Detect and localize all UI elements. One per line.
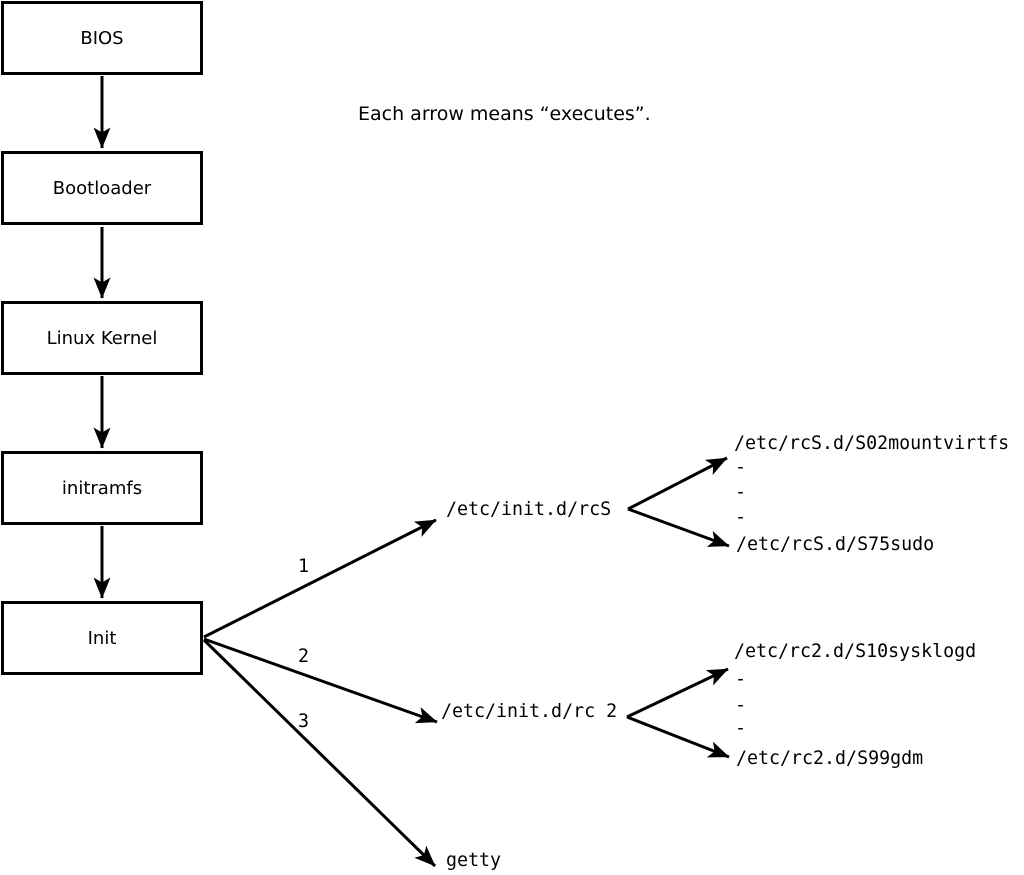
arrow-init-rcS — [203, 518, 437, 639]
node-init: Init — [1, 601, 203, 675]
arrow-rcS-S02mountvirtfs — [627, 456, 728, 511]
branch-3-number: 3 — [298, 711, 310, 732]
rcS-ellipsis-dash-1: - — [735, 457, 747, 478]
node-etc-init-d-rc2: /etc/init.d/rc 2 — [441, 701, 618, 722]
arrow-rc2-S10sysklogd — [626, 667, 729, 719]
node-init-label: Init — [87, 627, 117, 649]
rc2-ellipsis-dash-1: - — [735, 669, 747, 690]
node-rcS-last-script: /etc/rcS.d/S75sudo — [736, 534, 935, 555]
arrow-rc2-S99gdm — [626, 715, 730, 759]
rc2-ellipsis-dash-2: - — [735, 695, 747, 716]
node-linux-kernel-label: Linux Kernel — [46, 327, 158, 349]
node-initramfs-label: initramfs — [61, 477, 143, 499]
rc2-ellipsis-dash-3: - — [735, 718, 747, 739]
arrow-init-getty — [202, 638, 437, 868]
branch-1-number: 1 — [298, 556, 310, 577]
arrow-rcS-S75sudo — [627, 507, 730, 548]
node-bios-label: BIOS — [80, 27, 124, 49]
node-rc2-last-script: /etc/rc2.d/S99gdm — [736, 748, 924, 769]
node-bios: BIOS — [1, 1, 203, 75]
arrow-init-rc2 — [203, 637, 438, 724]
node-rc2-first-script: /etc/rc2.d/S10sysklogd — [734, 641, 977, 662]
rcS-ellipsis-dash-2: - — [735, 482, 747, 503]
node-etc-init-d-rcS: /etc/init.d/rcS — [446, 499, 612, 520]
branch-2-number: 2 — [298, 646, 310, 667]
node-linux-kernel: Linux Kernel — [1, 301, 203, 375]
node-bootloader: Bootloader — [1, 151, 203, 225]
node-rcS-first-script: /etc/rcS.d/S02mountvirtfs — [734, 433, 1010, 454]
legend-note: Each arrow means “executes”. — [358, 103, 651, 125]
node-initramfs: initramfs — [1, 451, 203, 525]
node-bootloader-label: Bootloader — [52, 177, 152, 199]
rcS-ellipsis-dash-3: - — [735, 507, 747, 528]
node-getty: getty — [446, 850, 502, 871]
